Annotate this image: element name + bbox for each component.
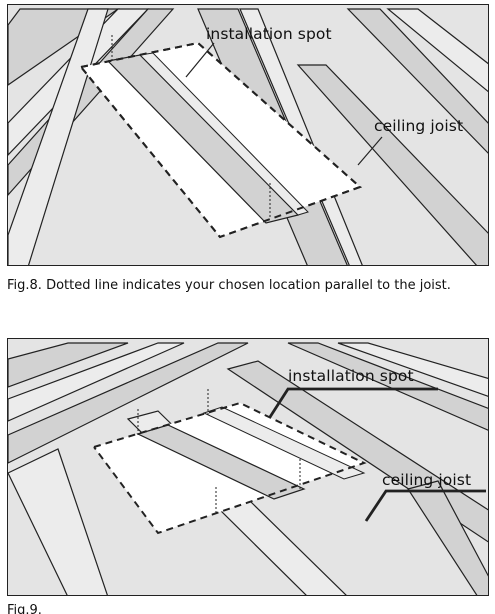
label-installation-spot: installation spot xyxy=(206,25,332,43)
leader-installation-spot xyxy=(268,387,438,418)
figure-1-caption: Fig.8. Dotted line indicates your chosen… xyxy=(7,278,451,293)
label-installation-spot: installation spot xyxy=(288,367,414,385)
joist-6 xyxy=(346,8,488,154)
figure-2-drawing xyxy=(8,342,488,595)
spot-outline xyxy=(93,401,367,535)
joist-5 xyxy=(287,342,488,431)
joist-over-spot-top xyxy=(138,52,309,216)
joist-7 xyxy=(386,8,488,93)
figure-1-drawing xyxy=(8,8,488,265)
joist-4 xyxy=(8,448,108,595)
label-ceiling-joist: ceiling joist xyxy=(374,117,464,135)
figure-2-caption: Fig.9. xyxy=(7,603,42,614)
joist-8 xyxy=(296,64,488,265)
figure-2-panel: installation spot ceiling joist xyxy=(7,338,489,596)
leader-installation-spot xyxy=(185,42,215,78)
joist-1 xyxy=(8,342,129,388)
leader-ceiling-joist xyxy=(357,136,383,166)
joist-6 xyxy=(337,342,488,397)
figure-1-panel: installation spot ceiling joist xyxy=(7,4,489,266)
label-ceiling-joist: ceiling joist xyxy=(382,471,472,489)
spot-outline xyxy=(80,41,362,239)
joist-9 xyxy=(407,480,488,595)
joist-9 xyxy=(8,8,109,265)
leader-ceiling-joist xyxy=(364,489,486,522)
joist-over-spot-2 xyxy=(202,406,366,480)
joist-2 xyxy=(8,342,185,422)
joist-3 xyxy=(8,342,249,464)
